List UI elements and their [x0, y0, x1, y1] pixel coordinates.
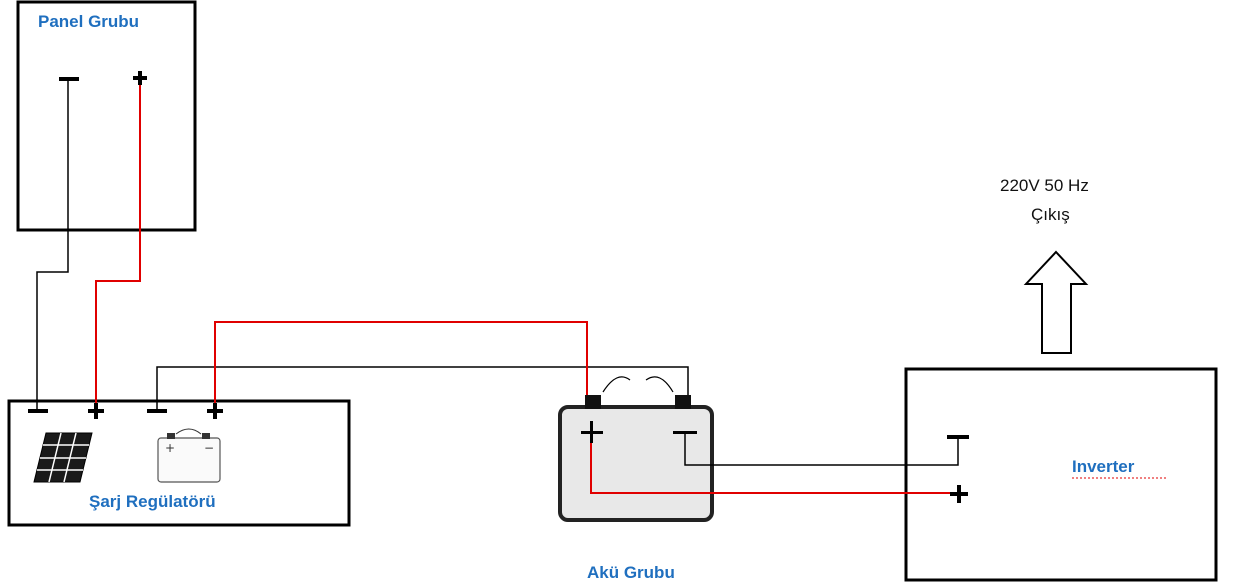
panel-minus-terminal: [59, 77, 79, 81]
svg-text:−: −: [204, 441, 214, 455]
wire-panel-negative: [36, 81, 69, 409]
panel-plus-terminal: [133, 71, 147, 85]
wire-inverter-negative: [684, 434, 959, 466]
regulator-battery-minus: [147, 409, 167, 413]
solar-panel-icon: [33, 432, 93, 483]
battery-group: [558, 376, 714, 522]
wire-battery-positive: [214, 321, 588, 403]
panel-group-title: Panel Grubu: [38, 12, 139, 31]
inverter-box: [904, 367, 1218, 582]
output-line1: 220V 50 Hz: [1000, 176, 1089, 195]
panel-group-box: [16, 0, 197, 232]
inverter-minus-terminal: [947, 435, 969, 439]
output-line2: Çıkış: [1031, 205, 1070, 224]
arrow-up-icon: [1023, 250, 1089, 354]
battery-plus-terminal: [581, 421, 603, 443]
svg-text:+: +: [165, 441, 175, 455]
battery-icon: + −: [157, 428, 221, 483]
regulator-panel-minus: [28, 409, 48, 413]
regulator-panel-plus: [88, 403, 104, 419]
charge-regulator-box: [7, 399, 351, 527]
wire-battery-negative: [156, 366, 689, 409]
charge-regulator-title: Şarj Regülatörü: [89, 492, 216, 511]
battery-group-title: Akü Grubu: [587, 563, 675, 582]
regulator-battery-plus: [207, 403, 223, 419]
inverter-title: Inverter: [1072, 457, 1135, 476]
wire-inverter-positive: [590, 443, 950, 494]
battery-minus-terminal: [673, 431, 697, 434]
wire-panel-positive: [95, 85, 141, 403]
inverter-plus-terminal: [950, 485, 968, 503]
